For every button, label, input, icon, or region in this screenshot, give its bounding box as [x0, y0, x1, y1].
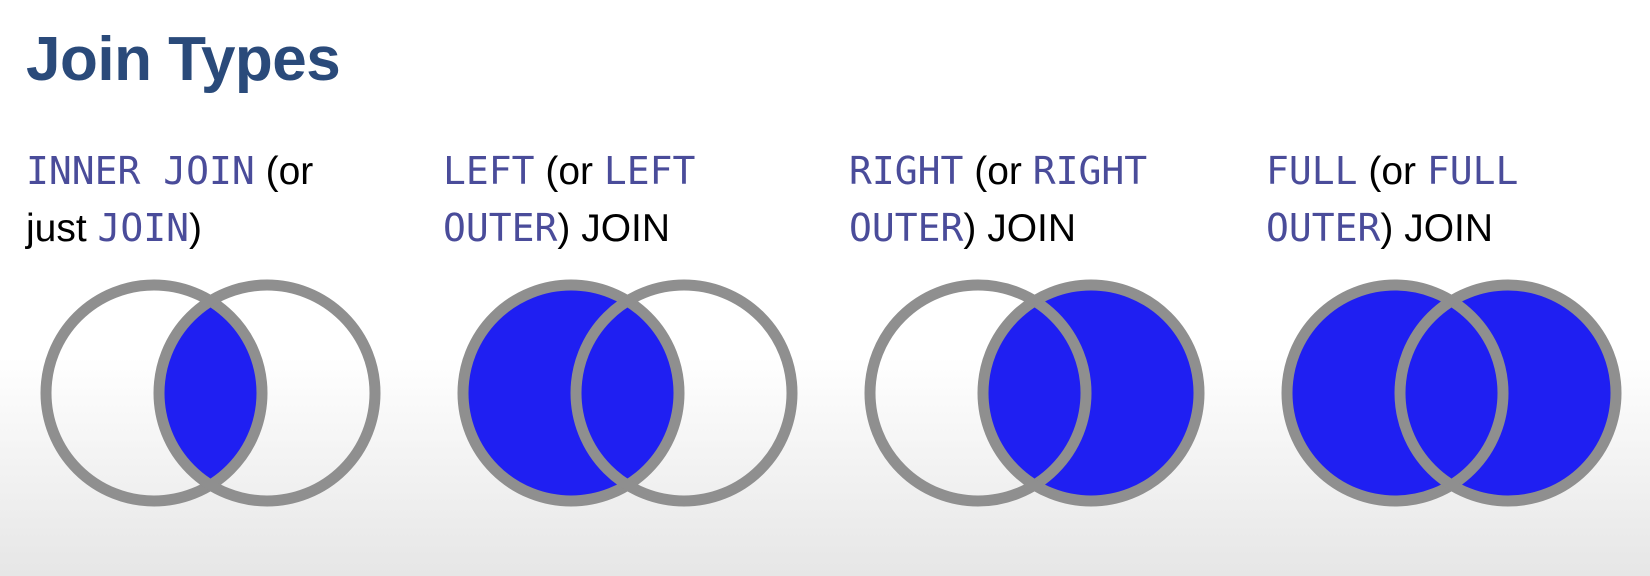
right-set-circle — [153, 279, 381, 507]
sql-keyword: LEFT — [443, 149, 535, 193]
caption-line-1: LEFT (or LEFT — [443, 143, 695, 200]
left-set-circle — [40, 279, 268, 507]
sql-keyword: RIGHT — [849, 149, 964, 193]
left-set-circle — [864, 279, 1092, 507]
caption-text: (or — [534, 150, 604, 193]
caption-line-1: FULL (or FULL — [1266, 143, 1518, 200]
intersection-fill — [159, 300, 262, 486]
right-set-circle — [1394, 279, 1622, 507]
caption-text: (or — [254, 150, 314, 193]
right-join-caption: RIGHT (or RIGHT OUTER) JOIN — [849, 143, 1147, 257]
caption-text: ) JOIN — [963, 207, 1077, 250]
caption-text: ) — [189, 207, 203, 250]
caption-line-2: OUTER) JOIN — [1266, 200, 1518, 257]
sql-keyword: FULL — [1266, 149, 1358, 193]
caption-text: (or — [1357, 150, 1427, 193]
caption-text: just — [26, 207, 98, 250]
sql-keyword: OUTER — [443, 206, 558, 250]
inner-join-caption: INNER JOIN (or just JOIN) — [26, 143, 313, 257]
sql-keyword: RIGHT — [1032, 149, 1148, 193]
full-join-venn-diagram — [1281, 279, 1622, 507]
full-join-caption: FULL (or FULL OUTER) JOIN — [1266, 143, 1518, 257]
left-set-circle — [457, 279, 685, 507]
caption-text: ) JOIN — [557, 207, 671, 250]
caption-line-2: OUTER) JOIN — [849, 200, 1147, 257]
caption-line-1: INNER JOIN (or — [26, 143, 313, 200]
right-join-venn-diagram — [864, 279, 1205, 507]
sql-keyword: INNER JOIN — [26, 149, 255, 193]
inner-join-venn-diagram — [40, 279, 381, 507]
right-set-circle — [570, 279, 798, 507]
sql-keyword: OUTER — [1266, 206, 1381, 250]
left-join-caption: LEFT (or LEFT OUTER) JOIN — [443, 143, 695, 257]
sql-keyword: JOIN — [97, 206, 190, 250]
caption-text: (or — [963, 150, 1033, 193]
caption-line-2: OUTER) JOIN — [443, 200, 695, 257]
caption-text: ) JOIN — [1380, 207, 1494, 250]
sql-keyword: FULL — [1426, 149, 1519, 193]
page-title: Join Types — [26, 25, 341, 94]
right-set-circle — [977, 279, 1205, 507]
left-join-venn-diagram — [457, 279, 798, 507]
left-set-circle — [1281, 279, 1509, 507]
sql-keyword: LEFT — [603, 149, 696, 193]
sql-keyword: OUTER — [849, 206, 964, 250]
caption-line-1: RIGHT (or RIGHT — [849, 143, 1147, 200]
caption-line-2: just JOIN) — [26, 200, 313, 257]
